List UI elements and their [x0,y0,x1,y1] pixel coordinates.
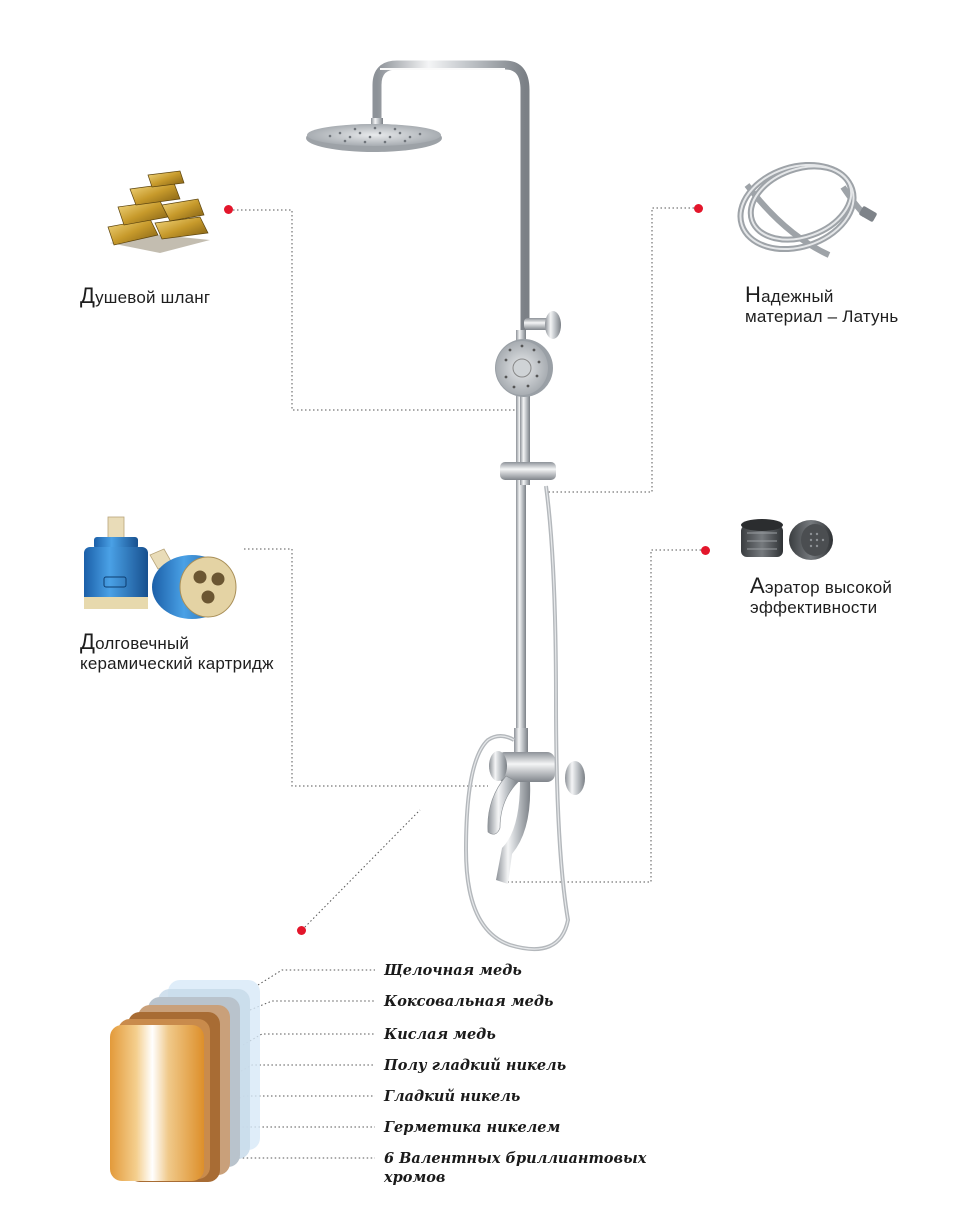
layer-label-2: Коксовальная медь [384,993,554,1010]
layer-label-3: Кислая медь [384,1026,496,1043]
plating-layers-image [110,980,260,1182]
layer-label-1: Щелочная медь [384,962,522,979]
hose-feature-title: Душевой шланг [80,283,211,308]
layer-label-8: хромов [384,1169,446,1186]
gold-bars-icon [107,170,210,253]
cartridge-feature-title: Долговечный керамический картридж [80,629,274,674]
hose-marker-dot [224,205,233,214]
aerator-icon [741,519,833,560]
steel-hose-icon [737,161,877,258]
plating-marker-dot [297,926,306,935]
ceramic-cartridge-icon [84,516,237,619]
layer-label-7: 6 Валентных бриллиантовых [384,1150,647,1167]
brass-marker-dot [694,204,703,213]
layer-label-4: Полу гладкий никель [384,1057,567,1074]
aerator-marker-dot [701,546,710,555]
aerator-feature-title: Аэратор высокой эффективности [750,573,893,618]
layer-label-6: Герметика никелем [384,1119,561,1136]
brass-feature-title: Надежный материал – Латунь [745,282,899,327]
shower-system-image [306,60,585,952]
layer-label-5: Гладкий никель [384,1088,521,1105]
